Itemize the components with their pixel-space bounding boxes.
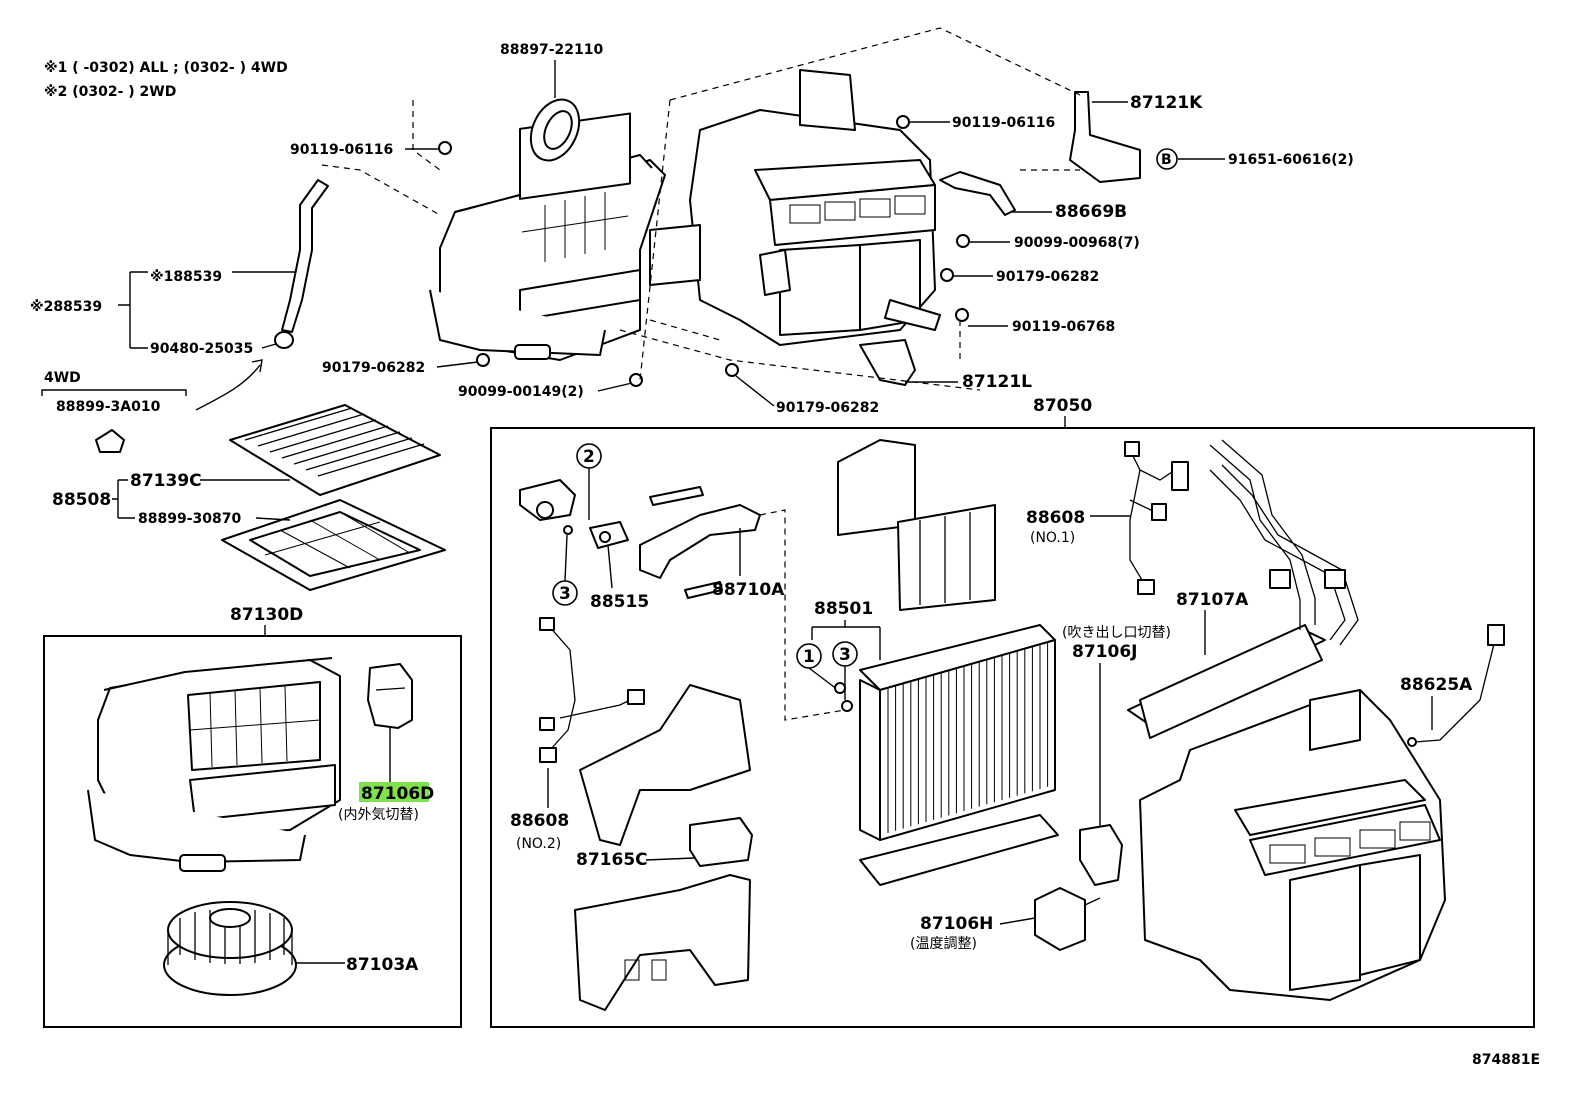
box-87050 [490, 427, 1535, 1028]
label-87139C: 87139C [130, 471, 202, 491]
plug-88899-3A010 [95, 429, 125, 453]
duct-upper [579, 684, 751, 846]
resistor-87165C [689, 817, 753, 867]
label-88899-30870: 88899-30870 [138, 511, 241, 527]
label-90179-06282-b: 90179-06282 [322, 360, 425, 376]
label-90179-06282-a: 90179-06282 [996, 269, 1099, 285]
blower-unit-87130D [87, 657, 341, 872]
fasteners [438, 115, 970, 387]
label-87107A: 87107A [1176, 590, 1249, 610]
servo-87106D [367, 663, 413, 729]
label-87106D-note: (内外気切替) [338, 807, 419, 823]
grommet-90480-25035 [274, 331, 294, 349]
ref-2: 2 [583, 447, 595, 467]
label-88508: 88508 [52, 490, 111, 510]
note-line-1: ※1 ( -0302) ALL ; (0302- ) 4WD [44, 60, 288, 76]
dashed-lines-top [321, 27, 1081, 391]
diagram-id: 874881E [1472, 1052, 1540, 1068]
note-line-2: ※2 (0302- ) 2WD [44, 84, 176, 100]
pad-upper [837, 439, 916, 536]
ref-3b: 3 [839, 645, 851, 665]
label-87050: 87050 [1033, 396, 1092, 416]
label-88501: 88501 [814, 599, 873, 619]
highlight-87106D [359, 782, 429, 802]
label-88608-2-note: (NO.2) [516, 836, 561, 852]
label-88710A: 88710A [712, 580, 785, 600]
label-88608-2: 88608 [510, 811, 569, 831]
blower-motor-87103A [163, 901, 297, 996]
wire-harness-88608-no2 [539, 617, 645, 763]
label-88539-2: ※288539 [30, 299, 102, 315]
evaporator-88501 [859, 624, 1059, 886]
box-87130D [43, 635, 462, 1028]
label-87165C: 87165C [576, 850, 648, 870]
label-88899-3A010: 88899-3A010 [56, 399, 161, 415]
label-90480-25035: 90480-25035 [150, 341, 253, 357]
label-87103A: 87103A [346, 955, 419, 975]
seal-88897-22110 [529, 98, 581, 162]
label-88608-1-note: (NO.1) [1030, 530, 1075, 546]
duct-lower [574, 874, 751, 1011]
label-87130D: 87130D [230, 605, 303, 625]
label-88539-1: ※188539 [150, 269, 222, 285]
servo-87106J [1079, 824, 1123, 886]
label-88897-22110: 88897-22110 [500, 42, 603, 58]
label-90119-06768: 90119-06768 [1012, 319, 1115, 335]
label-90099-00968: 90099-00968(7) [1014, 235, 1140, 251]
label-87106D[interactable]: 87106D [361, 784, 434, 804]
label-88608-1: 88608 [1026, 508, 1085, 528]
label-87121L: 87121L [962, 372, 1032, 392]
label-4wd-group: 4WD [44, 370, 81, 386]
label-88515: 88515 [590, 592, 649, 612]
label-87106H-note: (温度調整) [910, 936, 977, 952]
label-87106J-note: (吹き出し口切替) [1062, 625, 1171, 641]
label-90119-06116-b: 90119-06116 [952, 115, 1055, 131]
label-87106J: 87106J [1072, 642, 1137, 662]
servo-87106H [1034, 887, 1086, 951]
filter-frame-88899-30870 [221, 499, 446, 591]
bracket-87121K [1069, 91, 1141, 183]
drain-hose-88539 [281, 179, 329, 333]
label-90179-06282-c: 90179-06282 [776, 400, 879, 416]
bracket-87121L [859, 339, 916, 386]
marker-B [1156, 148, 1178, 170]
pad-lower [897, 504, 996, 611]
blower-housing-assembly [429, 112, 666, 361]
label-90099-00149: 90099-00149(2) [458, 384, 584, 400]
label-90119-06116-a: 90119-06116 [290, 142, 393, 158]
expansion-valve-parts [519, 479, 761, 599]
filter-87139C [229, 404, 441, 496]
label-87121K: 87121K [1130, 93, 1203, 113]
sensor-88625A [1407, 624, 1505, 747]
heater-core-87107A [1127, 439, 1359, 739]
heater-housing-lower [1139, 689, 1446, 1001]
ref-3a: 3 [559, 584, 571, 604]
marker-B-text: B [1161, 152, 1172, 168]
label-88625A: 88625A [1400, 675, 1473, 695]
ref-1: 1 [803, 647, 815, 667]
heater-unit-assembly [649, 69, 1016, 346]
wire-harness-88608-no1 [1124, 441, 1189, 595]
label-88669B: 88669B [1055, 202, 1127, 222]
label-91651-60616: 91651-60616(2) [1228, 152, 1354, 168]
label-87106H: 87106H [920, 914, 993, 934]
